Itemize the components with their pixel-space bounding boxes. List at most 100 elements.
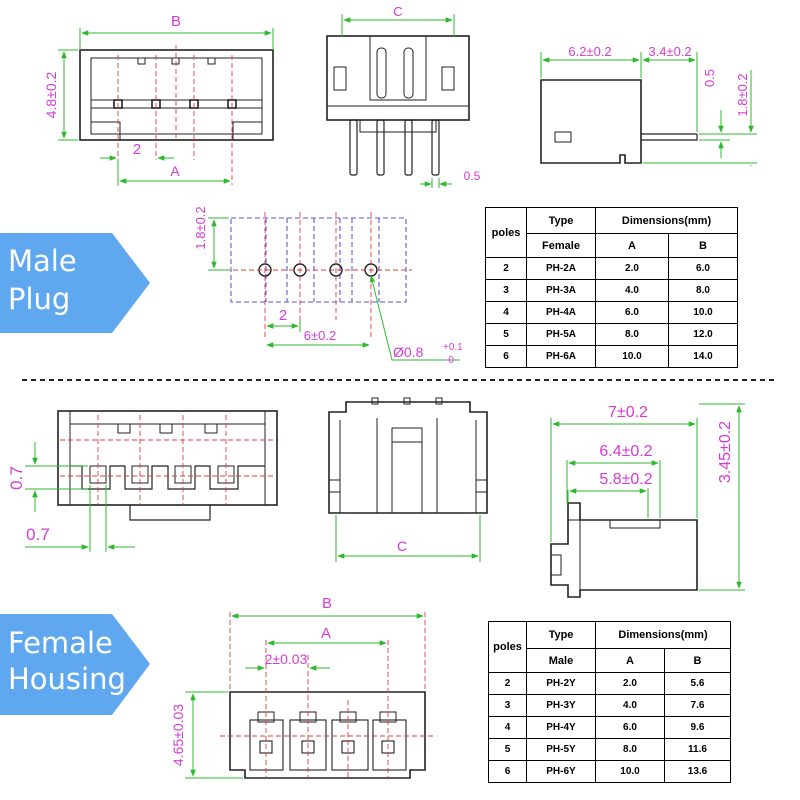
dim-male-front-a: A — [170, 163, 180, 179]
cell-poles: 3 — [485, 279, 527, 302]
dim-fem-front-h: 0.7 — [7, 466, 26, 490]
cell-a: 4.0 — [595, 694, 665, 717]
cell-b: 10.0 — [668, 301, 738, 324]
female-front-view — [57, 410, 278, 521]
cell-a: 4.0 — [595, 279, 669, 302]
header-poles: poles — [485, 207, 527, 258]
cell-type: PH-2A — [526, 257, 596, 280]
cell-type: PH-6Y — [526, 760, 596, 783]
cell-a: 2.0 — [595, 257, 669, 280]
header-type: Type — [526, 621, 596, 649]
header-type: Type — [526, 207, 596, 234]
dim-male-front-b: B — [171, 13, 181, 30]
cell-poles: 5 — [488, 738, 527, 761]
cell-type: PH-4Y — [526, 716, 596, 739]
cell-poles: 2 — [488, 672, 527, 695]
cell-poles: 6 — [488, 760, 527, 783]
dim-fem-bottom-h: 4.65±0.03 — [170, 704, 186, 766]
dim-male-side-c: C — [393, 4, 402, 19]
female-front-centerlines — [60, 415, 275, 505]
cell-a: 8.0 — [595, 323, 669, 346]
male-side-view — [326, 35, 470, 176]
dim-male-profile-h2: 1.8±0.2 — [735, 73, 750, 116]
cell-b: 11.6 — [664, 738, 731, 761]
dim-male-pcb-pitch: 2 — [279, 307, 287, 324]
dim-male-front-h: 4.8±0.2 — [43, 71, 59, 118]
header-dimensions: Dimensions(mm) — [595, 207, 738, 234]
female-banner-line-2: Housing — [8, 662, 126, 696]
cell-type: PH-6A — [526, 345, 596, 368]
subheader-b: B — [668, 233, 738, 258]
cell-type: PH-5A — [526, 323, 596, 346]
dim-male-pcb-hole-tol-up: +0.1 — [443, 342, 463, 353]
dim-male-profile-w1: 6.2±0.2 — [568, 44, 611, 59]
cell-b: 8.0 — [668, 279, 738, 302]
header-dimensions: Dimensions(mm) — [595, 621, 731, 649]
header-poles: poles — [488, 621, 527, 673]
male-side-dimlines — [341, 14, 455, 188]
female-banner-line-1: Female — [8, 626, 113, 660]
male-plug-banner: Male Plug — [0, 233, 150, 333]
cell-type: PH-3Y — [526, 694, 596, 717]
cell-b: 5.6 — [664, 672, 731, 695]
cell-a: 10.0 — [595, 760, 665, 783]
subheader-a: A — [595, 648, 665, 673]
male-front-dimlines — [58, 28, 274, 186]
female-profile-dimlines — [550, 403, 745, 591]
dim-fem-side-c: C — [397, 538, 407, 554]
male-profile-dimlines — [540, 52, 757, 166]
female-front-dimlines — [25, 442, 135, 552]
female-housing-banner: Female Housing — [0, 614, 150, 715]
male-front-view — [79, 49, 274, 141]
dim-fem-bottom-b: B — [322, 595, 332, 612]
male-banner-line-1: Male — [8, 244, 77, 278]
cell-poles: 4 — [488, 716, 527, 739]
cell-poles: 5 — [485, 323, 527, 346]
dim-male-profile-h1: 0.5 — [702, 69, 717, 87]
cell-poles: 3 — [488, 694, 527, 717]
cell-b: 7.6 — [664, 694, 731, 717]
cell-b: 12.0 — [668, 323, 738, 346]
dim-fem-front-w: 0.7 — [26, 525, 50, 544]
cell-b: 14.0 — [668, 345, 738, 368]
cell-poles: 2 — [485, 257, 527, 280]
dim-male-pcb-h: 1.8±0.2 — [193, 206, 208, 249]
subheader-type: Female — [526, 233, 596, 258]
dim-fem-bottom-pitch: 2±0.03 — [265, 651, 308, 667]
cell-a: 10.0 — [595, 345, 669, 368]
male-profile-view — [540, 79, 698, 164]
cell-a: 8.0 — [595, 738, 665, 761]
cell-type: PH-5Y — [526, 738, 596, 761]
cell-b: 13.6 — [664, 760, 731, 783]
subheader-b: B — [664, 648, 731, 673]
female-bottom-dimlines — [185, 613, 424, 779]
male-banner-line-2: Plug — [8, 282, 71, 316]
male-front-centerlines — [117, 45, 233, 185]
dim-fem-profile-h: 3.45±0.2 — [717, 421, 734, 483]
subheader-type: Male — [526, 648, 596, 673]
cell-a: 6.0 — [595, 716, 665, 739]
cell-a: 6.0 — [595, 301, 669, 324]
cell-poles: 4 — [485, 301, 527, 324]
female-profile-view — [550, 502, 698, 598]
dim-male-pcb-hole: Ø0.8 — [393, 344, 424, 360]
dim-male-pcb-w: 6±0.2 — [304, 328, 336, 343]
subheader-a: A — [595, 233, 669, 258]
female-bottom-centerlines — [220, 612, 435, 778]
cell-type: PH-4A — [526, 301, 596, 324]
dim-male-front-pitch: 2 — [133, 141, 141, 158]
banner-arrow-shape — [0, 233, 150, 333]
female-side-dimlines — [335, 515, 481, 562]
